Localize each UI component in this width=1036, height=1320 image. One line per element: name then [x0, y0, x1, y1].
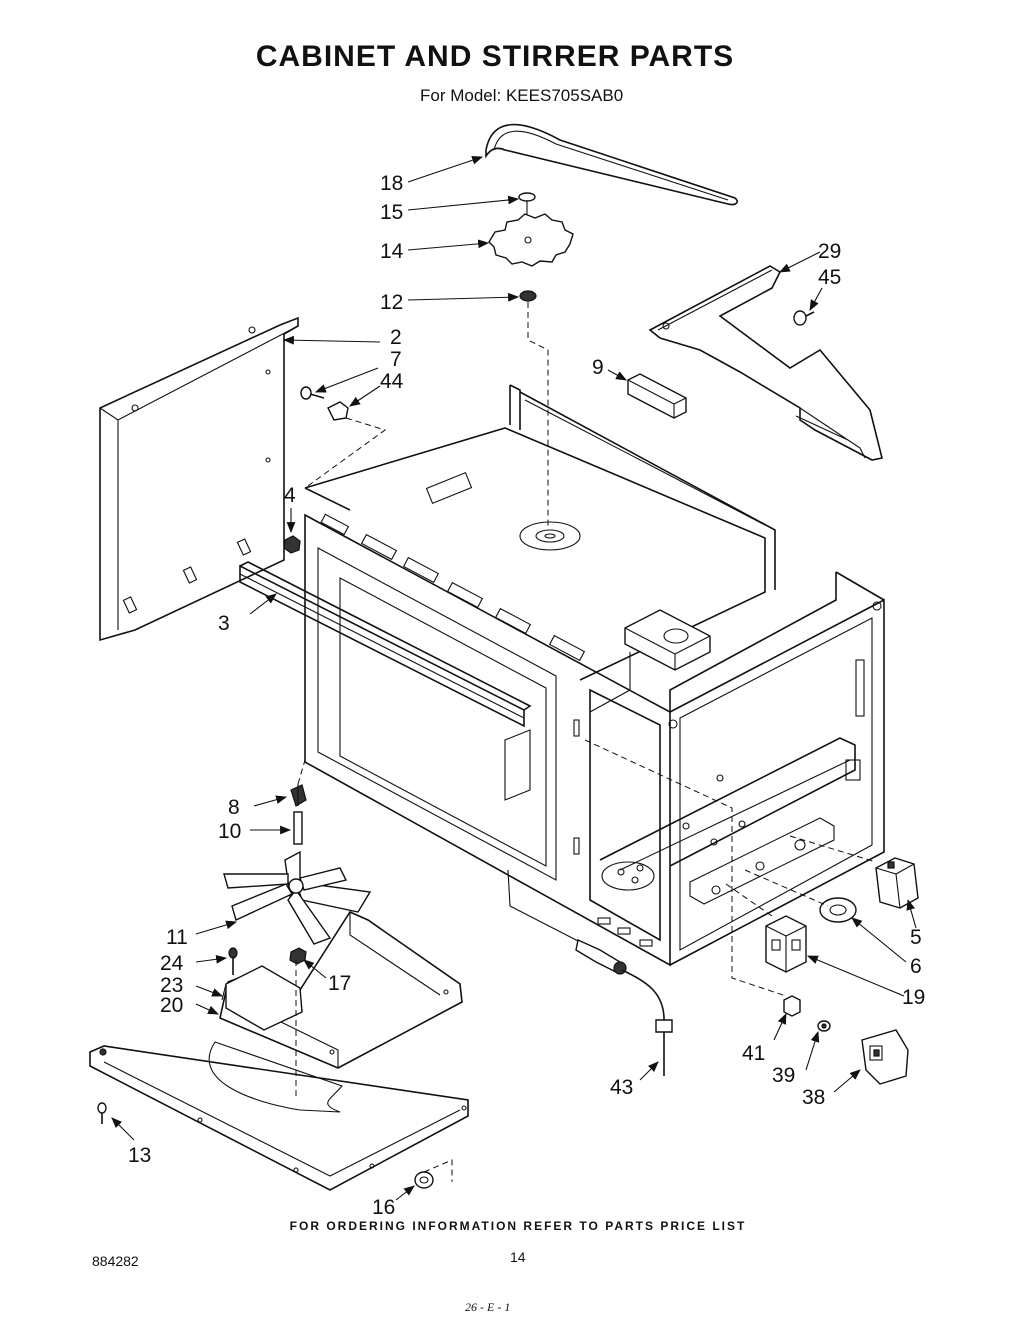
top-cover — [648, 265, 883, 461]
callout-8: 8 — [228, 796, 240, 819]
bottom-plate — [89, 1041, 469, 1191]
nut-4 — [283, 535, 301, 554]
callout-41: 41 — [742, 1042, 765, 1065]
ordering-note: FOR ORDERING INFORMATION REFER TO PARTS … — [289, 1219, 747, 1233]
screw-45 — [793, 310, 815, 326]
callout-19: 19 — [902, 986, 925, 1009]
callout-4: 4 — [284, 484, 296, 507]
callout-18: 18 — [380, 172, 403, 195]
callout-3: 3 — [218, 612, 230, 635]
callout-13: 13 — [128, 1144, 151, 1167]
callout-23: 23 — [160, 974, 183, 997]
nut-41 — [783, 995, 801, 1017]
handwritten-note: 26 - E - 1 — [465, 1300, 511, 1314]
callout-29: 29 — [818, 240, 841, 263]
model-subtitle: For Model: KEES705SAB0 — [420, 86, 624, 105]
callout-9: 9 — [592, 356, 604, 379]
page-number: 14 — [510, 1249, 526, 1265]
screw-7 — [300, 386, 325, 400]
insulation-block — [627, 373, 687, 419]
callout-44: 44 — [380, 370, 404, 393]
callout-7: 7 — [390, 348, 402, 371]
callout-24: 24 — [160, 952, 184, 975]
relay-5 — [875, 857, 919, 909]
foot-16 — [414, 1171, 434, 1189]
stirrer-fan — [223, 850, 372, 945]
screw-24 — [228, 947, 238, 975]
stirrer-belt — [485, 123, 738, 206]
side-panel — [99, 316, 299, 642]
mounting-bracket-23 — [225, 965, 303, 1031]
cabinet-frame — [304, 384, 885, 967]
terminal-block-19 — [765, 915, 807, 973]
callout-5: 5 — [910, 926, 922, 949]
washer-39 — [817, 1020, 831, 1032]
page-title: CABINET AND STIRRER PARTS — [255, 40, 735, 73]
stirrer-clip — [518, 192, 536, 202]
document-number: 884282 — [92, 1253, 139, 1269]
callout-16: 16 — [372, 1196, 395, 1219]
callout-38: 38 — [802, 1086, 825, 1109]
callout-2: 2 — [390, 326, 402, 349]
shaft-bushing-8 — [290, 784, 307, 807]
thermostat-6 — [819, 897, 857, 923]
stirrer-shaft-10 — [293, 811, 303, 845]
callout-39: 39 — [772, 1064, 795, 1087]
callout-11: 11 — [166, 926, 188, 949]
stirrer-pulley — [488, 213, 574, 267]
callout-15: 15 — [380, 201, 403, 224]
thermal-probe — [507, 869, 673, 1076]
callout-43: 43 — [610, 1076, 633, 1099]
callout-14: 14 — [380, 240, 404, 263]
front-trim-strip — [239, 561, 532, 728]
clip-44 — [327, 401, 349, 421]
screw-13 — [97, 1102, 107, 1124]
callout-10: 10 — [218, 820, 241, 843]
nut-17 — [289, 947, 307, 965]
callout-12: 12 — [380, 291, 403, 314]
callout-20: 20 — [160, 994, 183, 1017]
callout-6: 6 — [910, 955, 922, 978]
stirrer-bushing — [519, 290, 537, 302]
callout-45: 45 — [818, 266, 841, 289]
callout-17: 17 — [328, 972, 351, 995]
switch-38 — [861, 1029, 909, 1085]
